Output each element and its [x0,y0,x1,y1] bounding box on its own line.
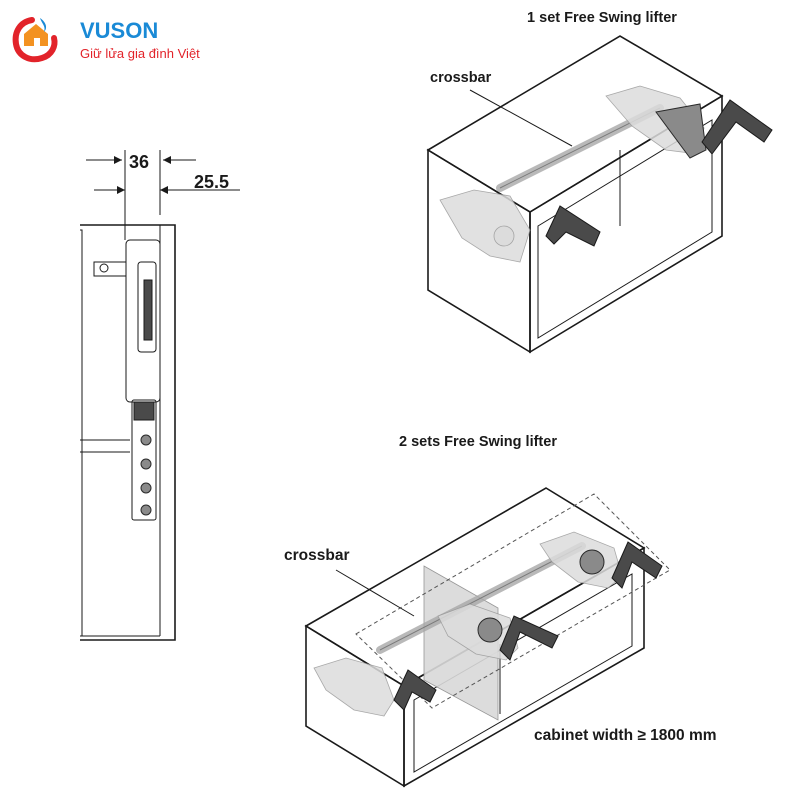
cabinet-width-note: cabinet width ≥ 1800 mm [534,727,717,744]
house-flame-logo-icon [12,17,58,63]
crossbar-label-one: crossbar [430,70,492,86]
lifter-right-one [605,85,707,159]
lifter-arm-icon-two [393,541,663,711]
diagram-two-sets: 2 sets Free Swing lifter crossbar [284,434,717,788]
brand-logo: VUSON Giữ lửa gia đình Việt [12,17,200,63]
diagram-two-title: 2 sets Free Swing lifter [399,434,557,450]
crossbar-label-two: crossbar [284,547,349,564]
lifter-arm-icon [545,99,773,247]
lifter-left-one [439,189,531,263]
dimension-36: 36 [129,152,149,172]
brand-name: VUSON [80,18,158,43]
diagram-one-title: 1 set Free Swing lifter [527,10,677,26]
diagram-one-set: 1 set Free Swing lifter crossbar [426,10,773,354]
side-view-drawing: 36 25.5 [80,150,240,641]
dimension-25-5: 25.5 [194,172,229,192]
brand-slogan: Giữ lửa gia đình Việt [80,46,200,61]
